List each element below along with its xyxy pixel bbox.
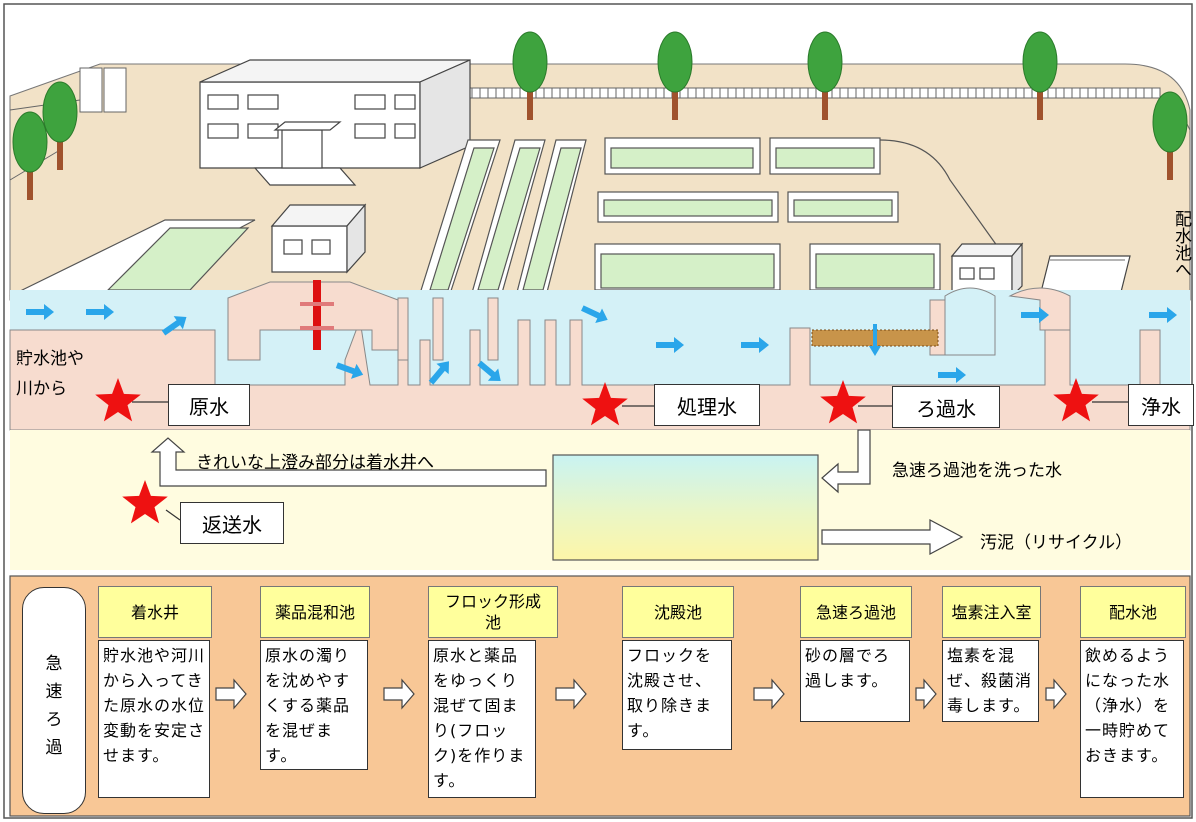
- mixing-building: [270, 203, 367, 274]
- flow-arrow-icon: [383, 678, 415, 710]
- tag-filtered-water: ろ過水: [892, 386, 1000, 428]
- water-arrow-icon: [86, 304, 114, 320]
- admin-building: [199, 59, 471, 186]
- process-title-box: 急 速 ろ 過: [22, 587, 86, 814]
- step-header: 薬品混和池: [260, 586, 370, 638]
- process-title: 急 速 ろ 過: [45, 654, 63, 758]
- flow-arrow-icon: [555, 678, 587, 710]
- outflow-label: 配水池へ: [1171, 210, 1191, 278]
- tree-icon: [512, 31, 548, 120]
- step-description: フロックを沈殿させ、取り除きます。: [622, 640, 732, 750]
- sludge-label: 汚泥（リサイクル）: [980, 533, 1133, 553]
- step-header: 急速ろ過池: [800, 586, 912, 638]
- tree-icon: [42, 81, 78, 170]
- step-description: 飲めるようになった水（浄水）を一時貯めておきます。: [1080, 640, 1184, 798]
- water-arrow-icon: [938, 367, 966, 383]
- star-icon: [1053, 378, 1099, 422]
- water-arrow-icon: [1021, 307, 1049, 323]
- tree-icon: [657, 31, 693, 120]
- tag-return-water: 返送水: [180, 502, 284, 544]
- tree-icon: [12, 111, 48, 200]
- flow-arrow-icon: [821, 519, 964, 555]
- water-arrow-icon: [656, 337, 684, 353]
- flow-arrow-icon: [753, 678, 785, 710]
- tag-treated-water: 処理水: [654, 384, 760, 426]
- step-header: 配水池: [1080, 586, 1186, 638]
- flow-arrow-icon: [915, 678, 937, 710]
- water-arrow-icon: [335, 362, 364, 379]
- water-arrow-icon: [428, 361, 449, 385]
- water-arrow-icon: [26, 304, 54, 320]
- chlorine-building: [950, 242, 1131, 298]
- tree-icon: [807, 31, 843, 120]
- water-arrow-icon: [741, 337, 769, 353]
- step-description: 貯水池や河川から入ってきた原水の水位変動を安定させます。: [98, 640, 210, 798]
- tag-raw-water: 原水: [168, 384, 250, 426]
- star-icon: [582, 382, 628, 426]
- water-arrow-icon: [477, 360, 501, 381]
- flow-arrow-icon: [215, 678, 247, 710]
- water-arrow-icon: [869, 324, 881, 356]
- settling-tanks: [417, 137, 1001, 301]
- step-header: 沈殿池: [622, 586, 734, 638]
- flow-arrow-icon: [150, 437, 547, 487]
- star-icon: [820, 380, 866, 424]
- tree-icon: [1152, 91, 1188, 180]
- pointer-lines: [132, 401, 1128, 521]
- flow-arrow-icon: [821, 429, 871, 494]
- star-icon: [95, 378, 141, 422]
- sludge-tank: [552, 454, 819, 561]
- step-description: 原水の濁りを沈めやすくする薬品を混ぜます。: [260, 640, 368, 770]
- step-header: 着水井: [98, 586, 212, 638]
- step-header: フロック形成池: [428, 586, 558, 638]
- step-description: 塩素を混ぜ、殺菌消毒します。: [942, 640, 1039, 722]
- water-arrow-icon: [581, 305, 608, 323]
- step-description: 砂の層でろ過します。: [800, 640, 910, 722]
- star-icon: [122, 480, 168, 524]
- backwash-label: 急速ろ過池を洗った水: [892, 461, 1062, 481]
- water-arrow-icon: [1149, 307, 1177, 323]
- tag-clean-water: 浄水: [1128, 384, 1194, 426]
- inflow-label: 貯水池や 川から: [16, 349, 84, 399]
- supernatant-label: きれいな上澄み部分は着水井へ: [196, 453, 434, 473]
- water-arrow-icon: [161, 316, 187, 336]
- flow-arrow-icon: [1045, 678, 1067, 710]
- tree-icon: [1022, 31, 1058, 120]
- step-header: 塩素注入室: [942, 586, 1041, 638]
- step-description: 原水と薬品をゆっくり混ぜて固まり(フロック)を作ります。: [428, 640, 536, 798]
- mixer-paddle: [300, 280, 334, 350]
